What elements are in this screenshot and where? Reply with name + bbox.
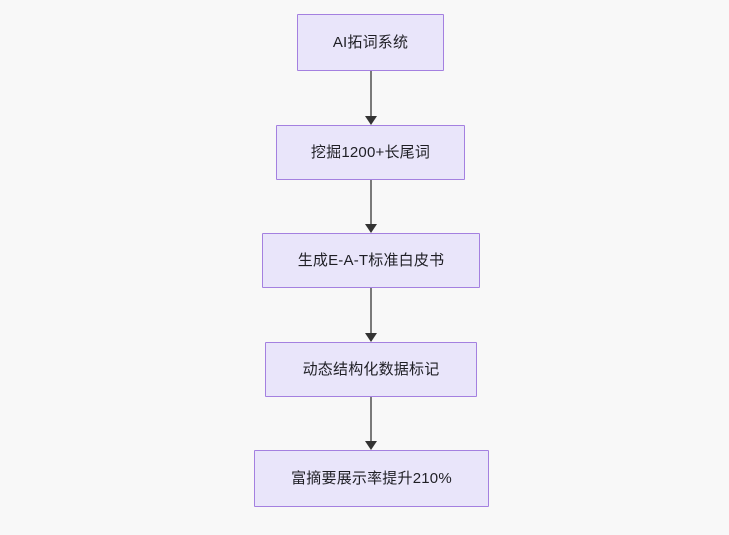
flow-node-label: AI拓词系统 bbox=[332, 33, 409, 51]
flow-node-mine-longtail-keywords[interactable]: 挖掘1200+长尾词 bbox=[276, 125, 465, 180]
flow-node-dynamic-structured-data-markup[interactable]: 动态结构化数据标记 bbox=[265, 342, 477, 397]
connector-line bbox=[370, 288, 372, 333]
arrowhead-icon bbox=[365, 224, 377, 233]
connector-line bbox=[370, 397, 372, 441]
connector-line bbox=[370, 180, 372, 224]
arrowhead-icon bbox=[365, 441, 377, 450]
flow-node-label: 挖掘1200+长尾词 bbox=[310, 143, 431, 161]
flow-node-generate-eat-whitepaper[interactable]: 生成E-A-T标准白皮书 bbox=[262, 233, 480, 288]
flow-node-ai-keyword-system[interactable]: AI拓词系统 bbox=[297, 14, 444, 71]
arrowhead-icon bbox=[365, 116, 377, 125]
connector-line bbox=[370, 71, 372, 116]
flow-node-label: 富摘要展示率提升210% bbox=[291, 469, 452, 487]
flow-node-rich-snippet-rate-increase[interactable]: 富摘要展示率提升210% bbox=[254, 450, 489, 507]
arrowhead-icon bbox=[365, 333, 377, 342]
flow-node-label: 生成E-A-T标准白皮书 bbox=[297, 251, 445, 269]
flow-node-label: 动态结构化数据标记 bbox=[302, 360, 440, 378]
